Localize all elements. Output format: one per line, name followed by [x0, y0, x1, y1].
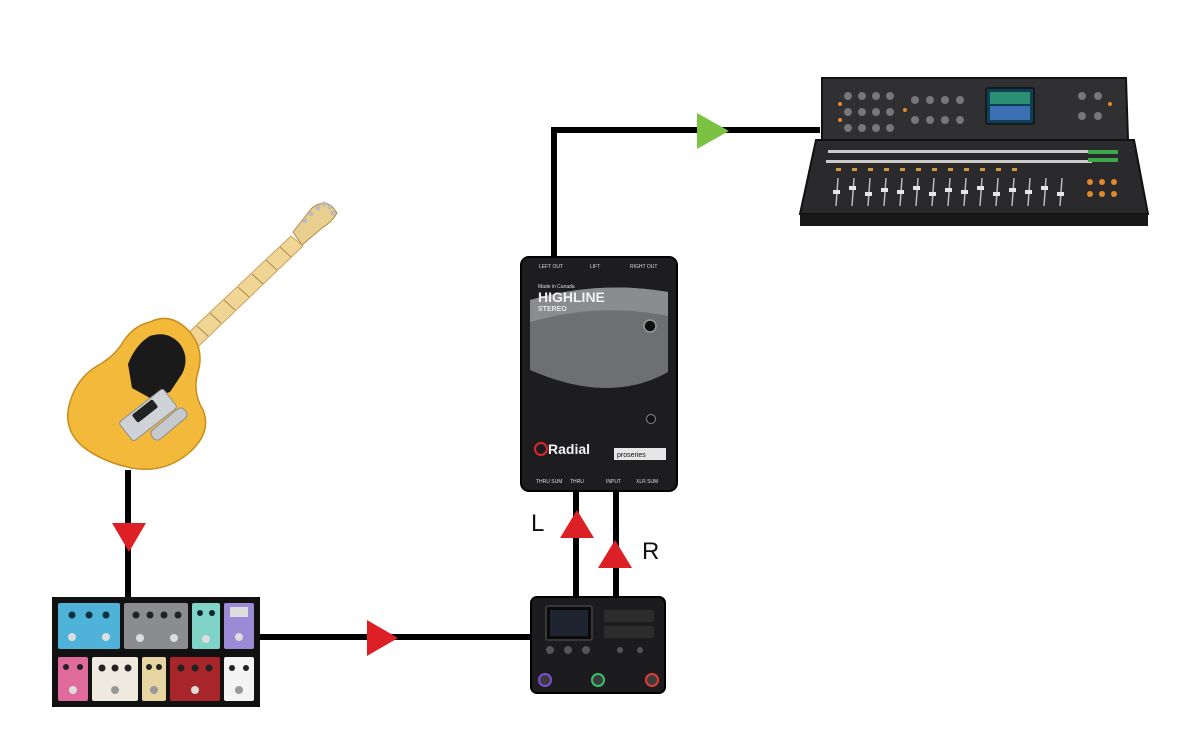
- di-to-mixer-cable: [551, 127, 820, 258]
- multi-effects-modeler-icon: [530, 596, 666, 694]
- di-top-jack-lift: LIFT: [590, 264, 600, 270]
- di-badge: proseries: [617, 452, 646, 459]
- pedal-white-boost-icon: [224, 657, 254, 701]
- pedal-cream-overdrive-icon: [142, 657, 166, 701]
- di-bottom-jack-xlr-sum: XLR SUM: [636, 479, 658, 485]
- arrow-right-to-modeler: [367, 620, 398, 656]
- di-ground-lift-switch-icon: [643, 319, 657, 333]
- pedal-pink-fuzz-icon: [58, 657, 88, 701]
- pedal-red-distortion-icon: [170, 657, 220, 701]
- arrow-down-to-pedalboard: [112, 523, 146, 552]
- di-submodel-name: STEREO: [538, 306, 567, 313]
- di-bottom-jack-thru-sum: THRU SUM: [536, 479, 562, 485]
- radial-di-box: LEFT OUT LIFT RIGHT OUT Made in Canada H…: [520, 256, 678, 492]
- di-brand-name: Radial: [548, 441, 590, 457]
- pedal-teal-chorus-icon: [192, 603, 220, 649]
- di-top-jack-right: RIGHT OUT: [630, 264, 657, 270]
- pedal-silver-reverb-icon: [124, 603, 188, 649]
- arrow-up-left-channel: [560, 510, 594, 538]
- di-top-jack-left: LEFT OUT: [539, 264, 563, 270]
- di-model-name: HIGHLINE: [538, 289, 605, 305]
- pedal-purple-octave-icon: [224, 603, 254, 649]
- cables: [125, 127, 820, 640]
- right-channel-label: R: [642, 538, 659, 565]
- radial-logo-icon: [534, 442, 548, 456]
- pedal-white-compressor-icon: [92, 657, 138, 701]
- arrow-right-to-mixer: [697, 113, 729, 149]
- di-thru-jack-icon: [646, 414, 656, 424]
- di-made-in: Made in Canada: [538, 284, 575, 290]
- arrow-up-right-channel: [598, 540, 632, 568]
- left-channel-label: L: [531, 510, 544, 537]
- electric-guitar-icon: [67, 201, 338, 471]
- digital-mixer-icon: [798, 77, 1150, 226]
- di-bottom-jack-input: INPUT: [606, 479, 621, 485]
- di-bottom-jack-thru: THRU: [570, 479, 584, 485]
- pedal-blue-delay-icon: [58, 603, 120, 649]
- pedalboard: [52, 597, 260, 707]
